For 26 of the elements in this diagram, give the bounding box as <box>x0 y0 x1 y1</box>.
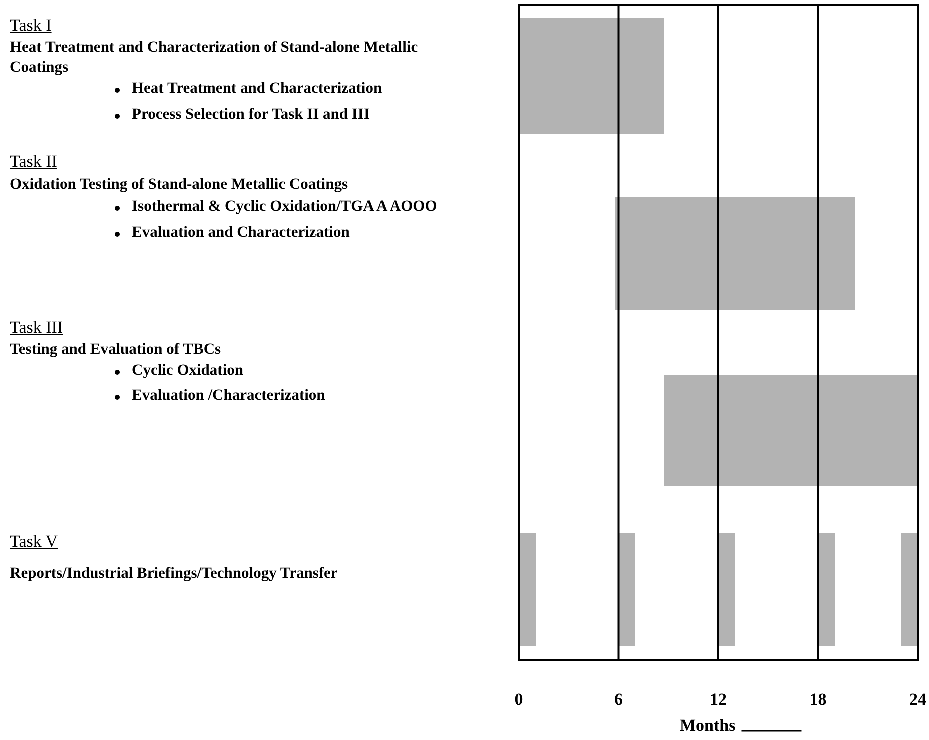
tick-label: 6 <box>614 690 623 710</box>
subtask-text: Process Selection for Task II and III <box>132 106 370 124</box>
gantt-bar <box>519 533 536 646</box>
subtask-text: Evaluation /Characterization <box>132 387 326 405</box>
tick-label: 12 <box>710 690 727 710</box>
task-number: Task III <box>10 318 64 338</box>
gantt-bar <box>901 533 918 646</box>
task-number: Task I <box>10 16 52 36</box>
subtask-text: Isothermal & Cyclic Oxidation/TGA A AOOO <box>132 198 438 216</box>
task-title: Heat Treatment and Characterization of Stand-alone Metallic Coatings <box>10 38 420 78</box>
axis-title: Months <box>680 716 736 736</box>
tick-label: 18 <box>810 690 827 710</box>
task-number: Task V <box>10 532 58 552</box>
tick-label: 24 <box>910 690 926 710</box>
gantt-bar <box>519 18 664 134</box>
subtask-text: Cyclic Oxidation <box>132 362 244 380</box>
gantt-bar <box>615 197 855 310</box>
task-title: Reports/Industrial Briefings/Technology Transfer <box>10 564 339 584</box>
tick-label: 0 <box>514 690 524 710</box>
task-number: Task II <box>10 152 58 172</box>
subtask-text: Heat Treatment and Characterization <box>132 80 382 98</box>
task-title: Oxidation Testing of Stand-alone Metallic Coatings <box>10 175 350 195</box>
task-title: Testing and Evaluation of TBCs <box>10 340 222 360</box>
gantt-bar <box>718 533 736 646</box>
subtask-text: Evaluation and Characterization <box>132 224 350 242</box>
gantt-bar <box>664 375 918 486</box>
